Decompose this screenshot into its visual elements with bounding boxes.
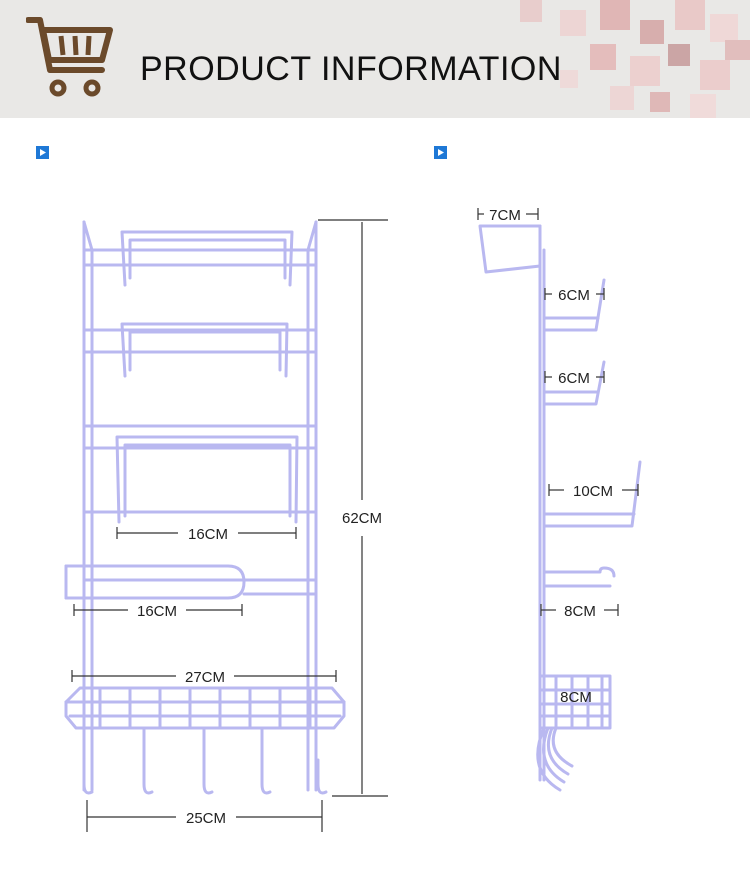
section-marker-icon (434, 146, 447, 159)
bottom-width-label: 25CM (186, 810, 226, 827)
header-banner: PRODUCT INFORMATION (0, 0, 750, 118)
shopping-cart-icon (26, 17, 113, 97)
side-view-rack (478, 224, 642, 792)
front-view-rack (64, 220, 346, 795)
basket-top-label: 27CM (185, 669, 225, 686)
shelf-width-label: 16CM (188, 526, 228, 543)
front-dimensions (71, 219, 388, 832)
section-marker-icon (36, 146, 49, 159)
shelf3-depth-label: 10CM (573, 483, 613, 500)
side-dimensions (477, 208, 639, 616)
shelf2-depth-label: 6CM (558, 370, 590, 387)
hook-depth-label: 7CM (489, 207, 521, 224)
basket-depth-label: 8CM (560, 689, 592, 706)
roll-depth-label: 8CM (564, 603, 596, 620)
shelf1-depth-label: 6CM (558, 287, 590, 304)
roll-bar-label: 16CM (137, 603, 177, 620)
page-title: PRODUCT INFORMATION (140, 50, 562, 88)
banner-decoration (520, 0, 750, 118)
height-label: 62CM (342, 510, 382, 527)
